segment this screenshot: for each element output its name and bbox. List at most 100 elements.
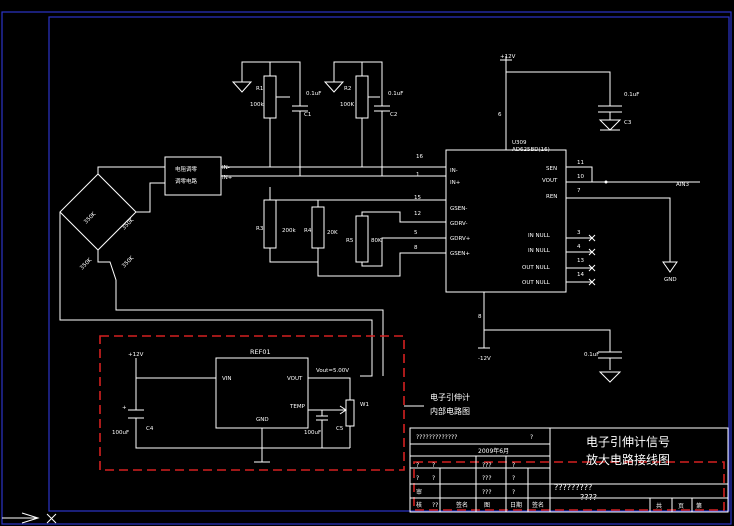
svg-text:日期: 日期 (510, 501, 522, 509)
inner-frame (48, 16, 730, 512)
r2-value: 100K (340, 102, 354, 108)
svg-text:U309: U309 (512, 140, 527, 146)
svg-text:8: 8 (414, 245, 418, 251)
svg-text:?: ? (512, 462, 515, 469)
svg-text:TEMP: TEMP (289, 404, 306, 410)
svg-text:核: 核 (416, 501, 422, 509)
outer-frame (1, 11, 732, 525)
svg-text:16: 16 (416, 154, 423, 160)
svg-text:R5: R5 (346, 238, 354, 244)
svg-text:IN NULL: IN NULL (528, 248, 551, 254)
svg-text:GND: GND (256, 417, 269, 423)
svg-text:电阻调零: 电阻调零 (175, 165, 198, 173)
svg-text:C3: C3 (624, 120, 632, 126)
svg-text:350K: 350K (121, 255, 135, 269)
svg-text:350K: 350K (79, 257, 93, 271)
svg-text:???: ??? (482, 489, 492, 496)
annotation-line1: 电子引伸计 (430, 392, 470, 402)
svg-text:-12V: -12V (478, 356, 491, 362)
svg-text:IN NULL: IN NULL (528, 233, 551, 239)
svg-text:C5: C5 (336, 426, 344, 432)
svg-text:GSEN-: GSEN- (450, 206, 467, 212)
svg-text:+12V: +12V (128, 352, 144, 358)
svg-text:GND: GND (664, 277, 677, 283)
svg-text:调零电路: 调零电路 (175, 177, 198, 185)
svg-text:8: 8 (478, 314, 482, 320)
svg-text:IN+: IN+ (450, 180, 461, 186)
svg-text:11: 11 (577, 160, 584, 166)
svg-text:签名: 签名 (456, 501, 468, 509)
svg-text:共: 共 (656, 502, 662, 510)
svg-text:+: + (122, 405, 127, 411)
c1-label: C1 (304, 112, 311, 118)
svg-text:1: 1 (416, 172, 420, 178)
svg-text:2009年6月: 2009年6月 (478, 447, 509, 455)
svg-text:OUT NULL: OUT NULL (522, 280, 551, 286)
svg-text:3: 3 (577, 230, 581, 236)
strain-bridge: 350K 350K 350K 350K (59, 166, 384, 377)
r2-network: R2 100K 0.1uF C2 (323, 61, 403, 176)
svg-text:????: ???? (580, 493, 597, 502)
svg-text:?????????????: ????????????? (416, 434, 457, 441)
svg-text:12: 12 (414, 211, 421, 217)
svg-text:审: 审 (416, 488, 422, 496)
svg-text:100uF: 100uF (304, 430, 321, 436)
svg-text:???: ??? (482, 475, 492, 482)
svg-text:0.1uF: 0.1uF (584, 352, 599, 358)
svg-text:10: 10 (577, 174, 584, 180)
svg-text:第: 第 (696, 502, 702, 510)
svg-text:+12V: +12V (500, 54, 516, 60)
title-line2: 放大电路接线图 (586, 452, 670, 467)
title-line1: 电子引伸计信号 (586, 435, 670, 449)
svg-text:100uF: 100uF (112, 430, 129, 436)
r1-network: R1 100k 0.1uF C1 (231, 61, 321, 176)
r2-label: R2 (344, 86, 351, 92)
corner-x (46, 513, 57, 524)
r1-value: 100k (250, 102, 264, 108)
svg-text:AIN3: AIN3 (676, 182, 689, 188)
svg-text:80K: 80K (371, 238, 382, 244)
svg-text:R3: R3 (256, 226, 264, 232)
svg-text:13: 13 (577, 258, 584, 264)
svg-text:REF01: REF01 (250, 348, 271, 356)
svg-text:VIN: VIN (222, 376, 232, 382)
svg-text:IN-: IN- (450, 168, 458, 174)
svg-text:签名: 签名 (532, 501, 544, 509)
svg-text:?: ? (512, 489, 515, 496)
svg-text:??: ?? (432, 502, 438, 509)
svg-text:14: 14 (577, 272, 584, 278)
svg-text:?: ? (432, 475, 435, 482)
c2-label: C2 (390, 112, 397, 118)
svg-text:7: 7 (577, 188, 581, 194)
svg-text:?: ? (416, 462, 419, 469)
svg-text:页: 页 (678, 503, 684, 510)
c1-value: 0.1uF (306, 91, 321, 97)
svg-text:IN+: IN+ (222, 175, 233, 181)
svg-text:IN-: IN- (222, 165, 230, 171)
svg-text:0.1uF: 0.1uF (624, 92, 639, 98)
svg-text:R4: R4 (304, 228, 312, 234)
svg-text:VOUT: VOUT (542, 178, 558, 184)
gain-network: R3 200k R4 20K R5 80K 15 12 5 8 (256, 187, 446, 277)
annotation-line2: 内部电路图 (430, 406, 470, 416)
svg-text:?: ? (416, 475, 419, 482)
svg-text:GDRV-: GDRV- (450, 221, 467, 227)
svg-text:???: ??? (482, 462, 492, 469)
svg-text:6: 6 (498, 112, 502, 118)
svg-text:图: 图 (484, 502, 490, 509)
ad625-chip: U309 AD625BD(16) IN- IN+ GSEN- GDRV- GDR… (445, 140, 567, 293)
svg-text:?????????: ????????? (554, 483, 592, 492)
ref-dashed-box (99, 335, 405, 471)
svg-text:REN: REN (546, 194, 557, 200)
svg-text:OUT NULL: OUT NULL (522, 265, 551, 271)
title-dashed-box (413, 461, 725, 511)
svg-text:AD625BD(16): AD625BD(16) (512, 147, 550, 153)
r1-label: R1 (256, 86, 263, 92)
svg-text:GDRV+: GDRV+ (450, 236, 471, 242)
svg-text:GSEN+: GSEN+ (450, 251, 470, 257)
svg-text:VOUT: VOUT (287, 376, 303, 382)
c2-value: 0.1uF (388, 91, 403, 97)
svg-text:SEN: SEN (546, 166, 557, 172)
svg-text:?: ? (432, 462, 435, 469)
